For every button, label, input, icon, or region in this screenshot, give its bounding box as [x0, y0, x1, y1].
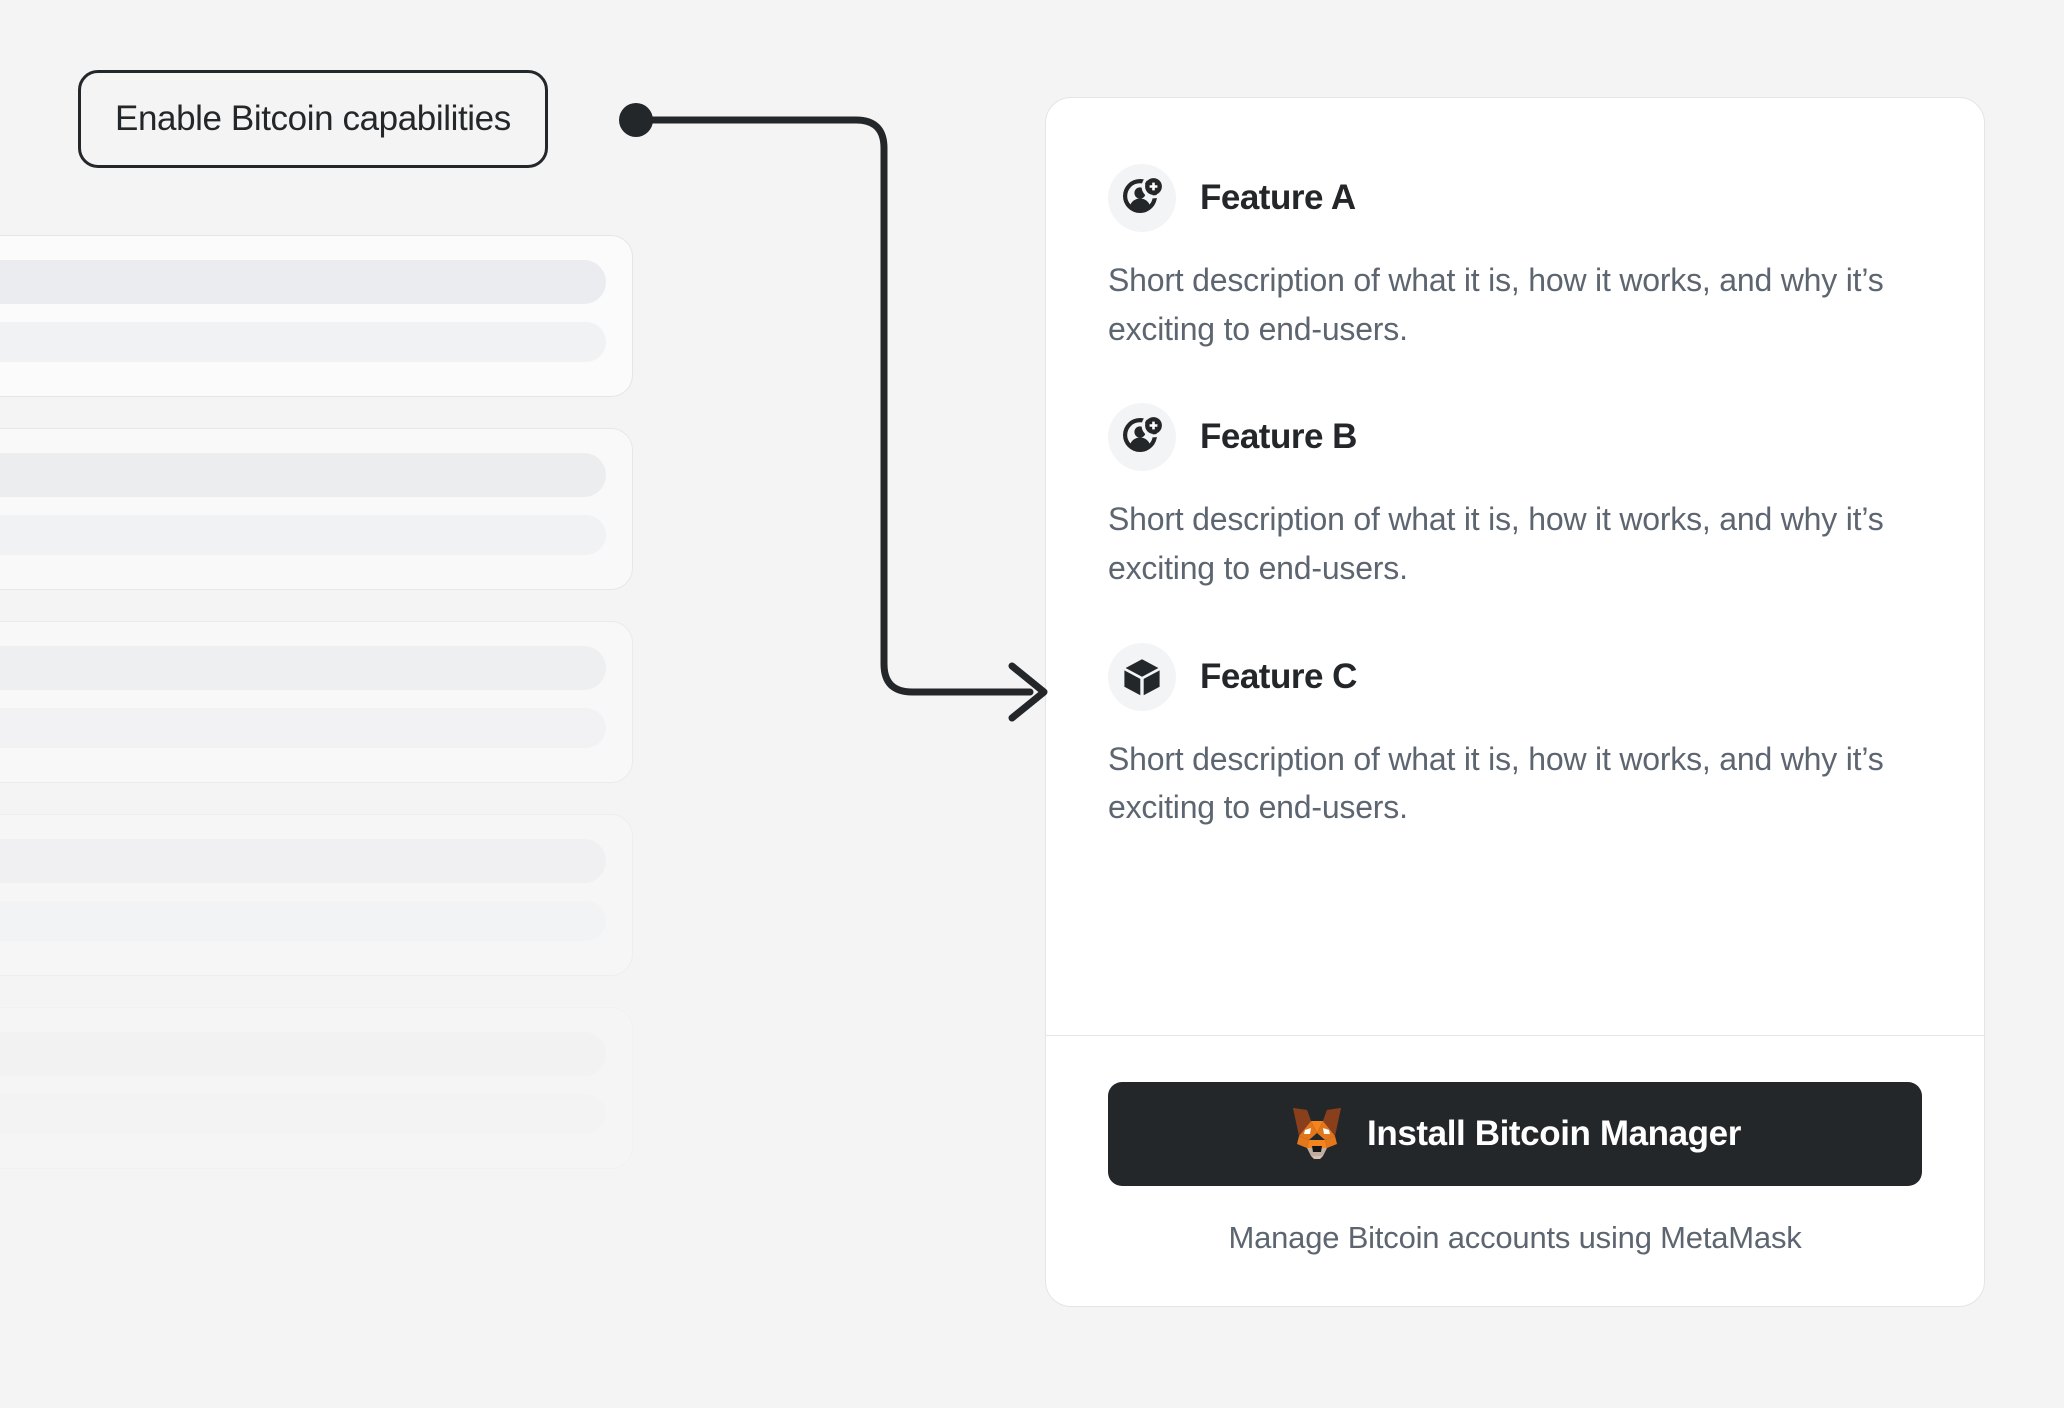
feature-list: Feature A Short description of what it is…: [1046, 98, 1984, 989]
ghost-bar-secondary: [0, 515, 606, 555]
install-caption: Manage Bitcoin accounts using MetaMask: [1228, 1220, 1802, 1255]
feature-item: Feature C Short description of what it is…: [1108, 642, 1922, 832]
ghost-card: [0, 1007, 633, 1169]
ghost-bar-secondary: [0, 322, 606, 362]
feature-heading-row: Feature C: [1108, 642, 1922, 711]
feature-icon-circle: [1108, 642, 1176, 711]
feature-icon-circle: [1108, 403, 1176, 472]
feature-heading-row: Feature A: [1108, 164, 1922, 232]
feature-icon-circle: [1108, 164, 1176, 232]
ghost-card-list: [0, 235, 640, 1408]
ghost-bar-primary: [0, 646, 606, 690]
feature-title: Feature B: [1200, 417, 1357, 457]
ghost-bar-primary: [0, 260, 606, 304]
feature-description: Short description of what it is, how it …: [1108, 262, 1884, 347]
metamask-fox-icon: [1289, 1106, 1345, 1163]
ghost-card: [0, 814, 633, 976]
feature-heading-row: Feature B: [1108, 403, 1922, 472]
callout-pill-label: Enable Bitcoin capabilities: [115, 99, 511, 138]
ghost-bar-secondary: [0, 708, 606, 748]
ghost-bar-secondary: [0, 901, 606, 941]
add-user-icon: [1122, 176, 1164, 213]
card-footer: Install Bitcoin Manager Manage Bitcoin a…: [1046, 1036, 1984, 1306]
arrow-head-icon: [1008, 662, 1048, 722]
add-user-icon: [1122, 415, 1164, 453]
install-bitcoin-manager-button[interactable]: Install Bitcoin Manager: [1108, 1082, 1922, 1186]
ghost-bar-primary: [0, 453, 606, 497]
feature-description: Short description of what it is, how it …: [1108, 740, 1884, 826]
ghost-bar-primary: [0, 839, 606, 883]
feature-card: Feature A Short description of what it is…: [1045, 97, 1985, 1307]
feature-title: Feature C: [1200, 656, 1357, 696]
callout-pill[interactable]: Enable Bitcoin capabilities: [78, 70, 548, 168]
ghost-card: [0, 235, 633, 397]
feature-title: Feature A: [1200, 178, 1356, 217]
connector-dot: [619, 103, 653, 137]
cube-icon: [1124, 658, 1160, 695]
connector-path: [632, 116, 1034, 696]
feature-description: Short description of what it is, how it …: [1108, 501, 1884, 586]
ghost-bar-primary: [0, 1032, 606, 1076]
install-button-label: Install Bitcoin Manager: [1367, 1114, 1741, 1153]
ghost-bar-secondary: [0, 1094, 606, 1134]
feature-item: Feature B Short description of what it is…: [1108, 403, 1922, 592]
card-divider: [1046, 1034, 1984, 1036]
ghost-card: [0, 621, 633, 783]
feature-item: Feature A Short description of what it is…: [1108, 164, 1922, 353]
ghost-card: [0, 428, 633, 590]
